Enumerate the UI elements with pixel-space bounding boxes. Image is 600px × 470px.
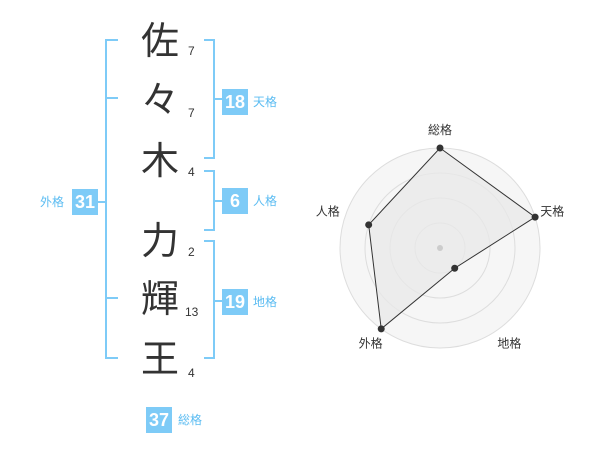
radar-axis-label-tenkaku: 天格 [540, 204, 564, 219]
soukaku-label: 総格 [178, 413, 203, 427]
tenkaku-bracket [204, 39, 222, 159]
stroke-count-5: 13 [185, 305, 199, 319]
stroke-count-6: 4 [188, 366, 195, 380]
radar-point-1 [531, 213, 539, 221]
stroke-count-2: 7 [188, 106, 195, 120]
name-char-1: 佐 [140, 19, 179, 63]
radar-polygon [368, 147, 536, 330]
tenkaku-label: 天格 [253, 95, 278, 109]
radar-point-4 [365, 221, 373, 229]
chikaku-value: 19 [222, 289, 248, 315]
radar-point-2 [451, 264, 459, 272]
radar-axis-label-chikaku: 地格 [497, 335, 521, 350]
stroke-count-1: 7 [188, 44, 195, 58]
jinkaku-bracket [204, 170, 222, 231]
radar-axis-label-gaikaku: 外格 [359, 335, 383, 350]
name-char-6: 王 [140, 337, 179, 381]
jinkaku-value: 6 [222, 188, 248, 214]
radar-axis-label-jinkaku: 人格 [316, 204, 340, 219]
chikaku-bracket [204, 240, 222, 359]
name-char-3: 木 [140, 139, 179, 183]
tenkaku-value: 18 [222, 89, 248, 115]
radar-axis-label-soukaku: 総格 [428, 122, 452, 137]
gaikaku-label: 外格 [40, 195, 65, 209]
name-char-4: 力 [140, 219, 179, 263]
name-char-2: 々 [140, 78, 179, 122]
radar-point-3 [377, 325, 385, 333]
radar-center-dot [437, 245, 443, 251]
soukaku-value: 37 [146, 407, 172, 433]
gaikaku-bracket [96, 39, 118, 359]
radar-chart: 総格 天格 地格 外格 人格 [316, 122, 564, 350]
stroke-count-3: 4 [188, 165, 195, 179]
stroke-count-4: 2 [188, 245, 195, 259]
radar-points [365, 144, 539, 333]
gaikaku-value: 31 [72, 189, 98, 215]
radar-point-0 [436, 144, 444, 152]
chikaku-label: 地格 [253, 295, 278, 309]
jinkaku-label: 人格 [253, 194, 278, 208]
name-char-5: 輝 [140, 277, 179, 321]
